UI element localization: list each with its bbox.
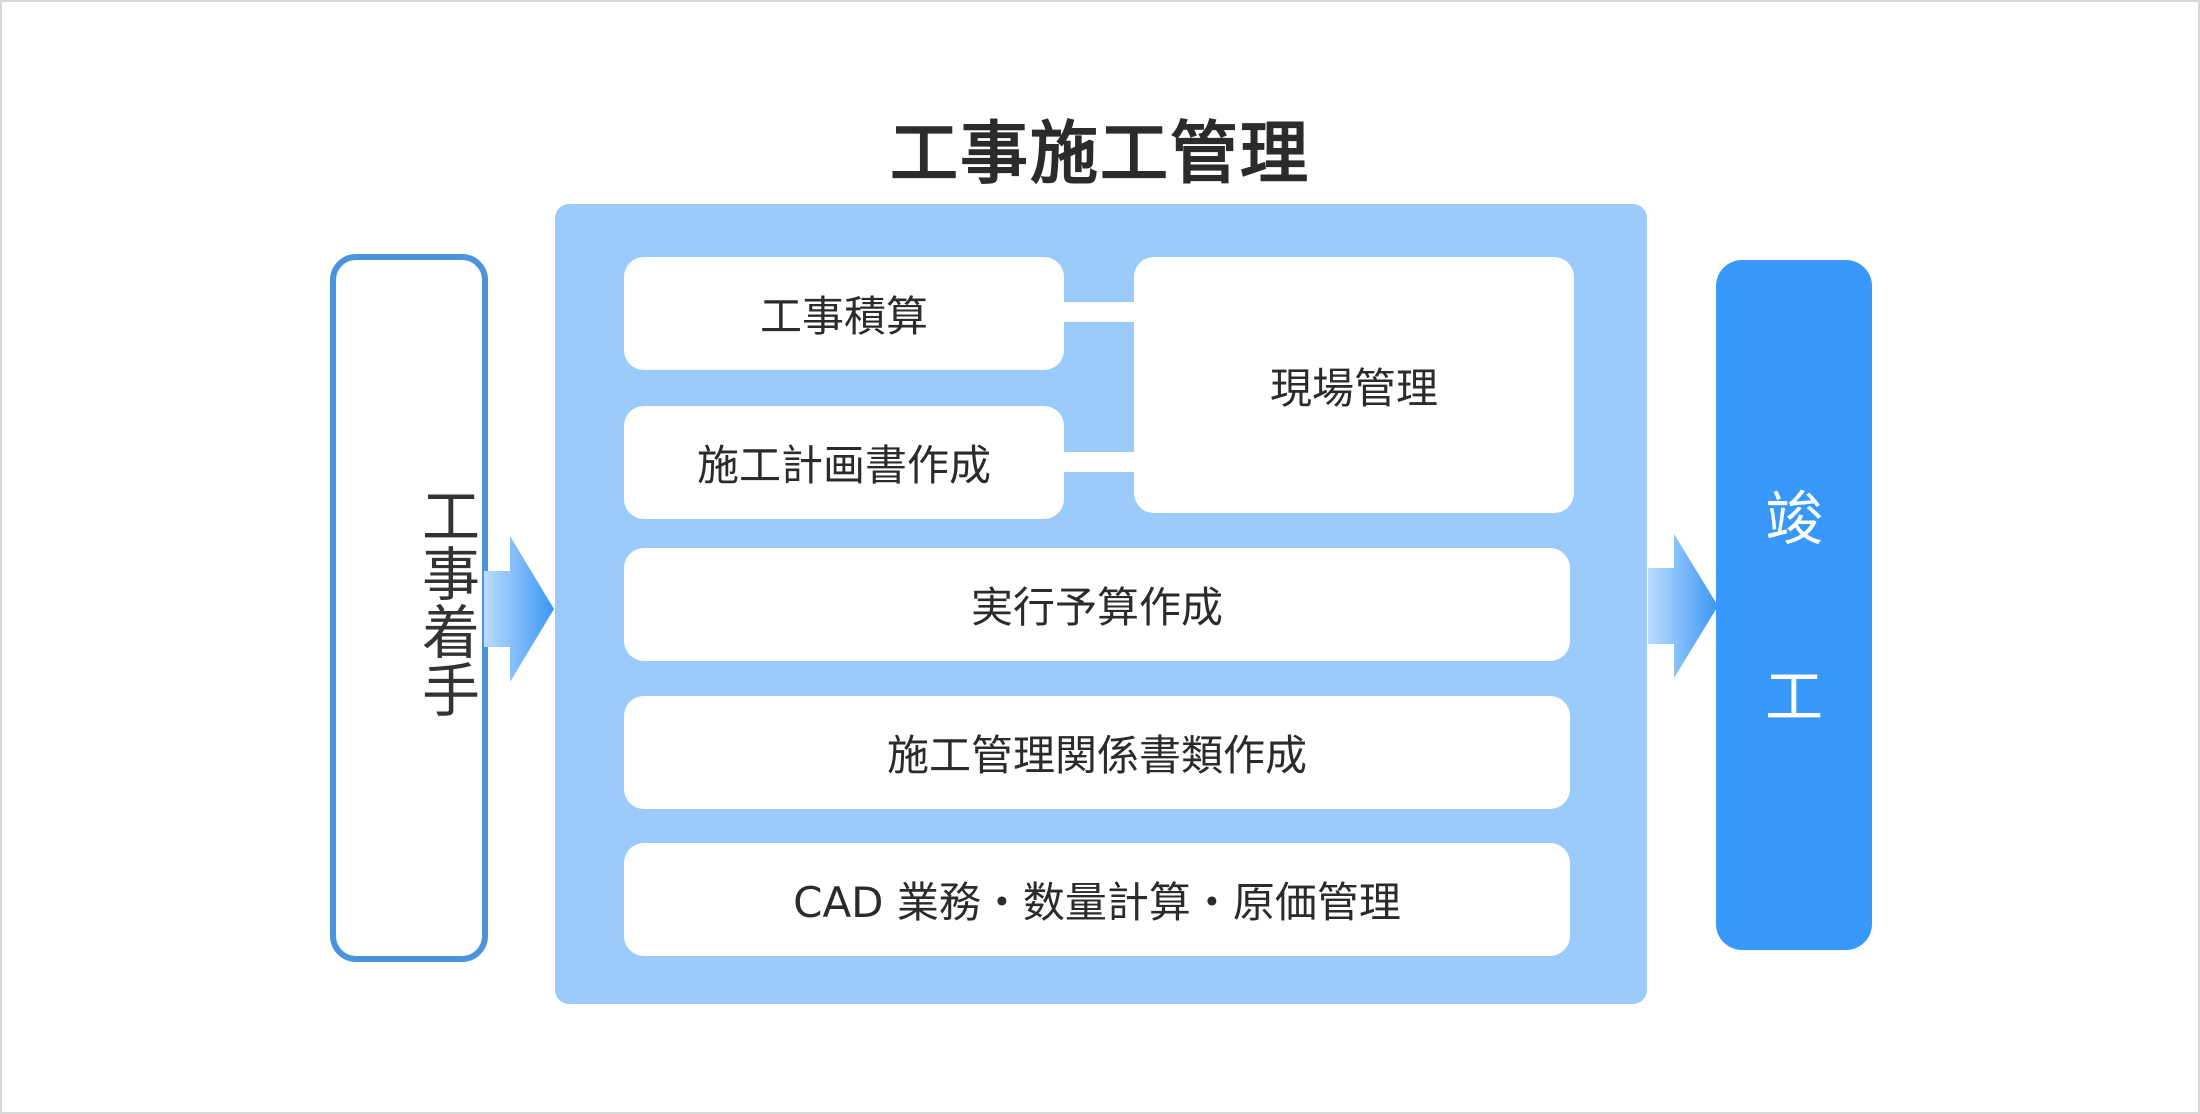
box-site-management: 現場管理 [1134, 257, 1574, 513]
arrow-right-icon [1648, 534, 1718, 678]
arrow-right-icon [484, 536, 554, 682]
box-management-docs: 施工管理関係書類作成 [624, 696, 1570, 809]
box-execution-budget: 実行予算作成 [624, 548, 1570, 661]
connector-line [1060, 452, 1136, 472]
box-cad-tasks: CAD 業務・数量計算・原価管理 [624, 843, 1570, 956]
box-construction-plan: 施工計画書作成 [624, 406, 1064, 519]
box-estimate: 工事積算 [624, 257, 1064, 370]
start-node [330, 254, 488, 962]
start-node-label: 工事着手 [412, 486, 480, 718]
connector-line [1060, 302, 1136, 322]
diagram-title: 工事施工管理 [889, 115, 1310, 194]
end-node-char-2: 工 [1764, 663, 1823, 731]
end-node [1716, 260, 1872, 950]
end-node-char-1: 竣 [1764, 485, 1823, 553]
